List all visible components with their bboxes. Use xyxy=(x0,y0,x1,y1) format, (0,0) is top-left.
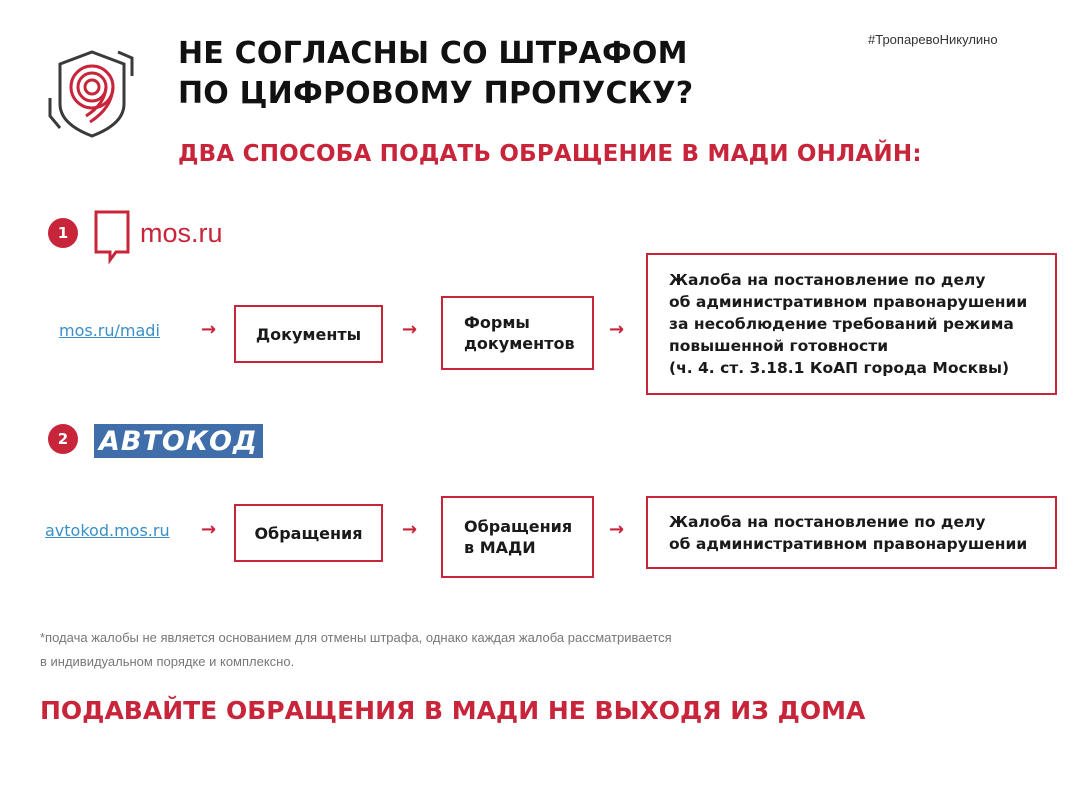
footnote-line: *подача жалобы не является основанием дл… xyxy=(40,630,672,645)
arrow-right-icon: → xyxy=(609,319,625,340)
arrow-right-icon: → xyxy=(201,519,217,540)
title-line: ПО ЦИФРОВОМУ ПРОПУСКУ? xyxy=(178,76,694,111)
arrow-right-icon: → xyxy=(402,319,418,340)
step-complaint-form: Жалоба на постановление по делу об админ… xyxy=(646,253,1057,395)
title-line: НЕ СОГЛАСНЫ СО ШТРАФОМ xyxy=(178,36,688,71)
step-label: об административном правонарушении xyxy=(669,293,1028,311)
step-label: Обращения xyxy=(464,517,573,536)
arrow-right-icon: → xyxy=(402,519,418,540)
mosru-brand: mos.ru xyxy=(140,218,223,248)
footnote: *подача жалобы не является основанием дл… xyxy=(40,626,672,674)
step-label: документов xyxy=(464,334,575,353)
arrow-right-icon: → xyxy=(609,519,625,540)
mosru-madi-link[interactable]: mos.ru/madi xyxy=(59,321,160,340)
step-label: за несоблюдение требований режима xyxy=(669,315,1014,333)
step-documents: Документы xyxy=(234,305,383,363)
shield-fingerprint-icon xyxy=(42,42,142,142)
step-appeals: Обращения xyxy=(234,504,383,562)
step-label: Жалоба на постановление по делу xyxy=(669,271,986,289)
page-title: НЕ СОГЛАСНЫ СО ШТРАФОМ ПО ЦИФРОВОМУ ПРОП… xyxy=(178,34,693,114)
step-complaint-form: Жалоба на постановление по делу об админ… xyxy=(646,496,1057,569)
step-number-badge: 2 xyxy=(48,424,78,454)
call-to-action: ПОДАВАЙТЕ ОБРАЩЕНИЯ В МАДИ НЕ ВЫХОДЯ ИЗ … xyxy=(40,696,866,725)
step-label: (ч. 4. ст. 3.18.1 КоАП города Москвы) xyxy=(669,359,1010,377)
step-label: об административном правонарушении xyxy=(669,534,1028,553)
speech-bubble-icon xyxy=(94,210,130,265)
step-label: в МАДИ xyxy=(464,538,536,557)
footnote-line: в индивидуальном порядке и комплексно. xyxy=(40,654,295,669)
step-label: Обращения xyxy=(254,523,363,543)
mosru-logo: mos.ru xyxy=(94,210,223,265)
subtitle: ДВА СПОСОБА ПОДАТЬ ОБРАЩЕНИЕ В МАДИ ОНЛА… xyxy=(178,141,922,167)
step-label: Документы xyxy=(255,324,362,344)
hashtag: #ТропаревоНикулино xyxy=(868,32,998,47)
step-number-badge: 1 xyxy=(48,218,78,248)
step-label: Жалоба на постановление по делу xyxy=(669,512,986,531)
step-appeals-madi: Обращения в МАДИ xyxy=(441,496,594,578)
avtokod-link[interactable]: avtokod.mos.ru xyxy=(45,521,170,540)
step-document-forms: Формы документов xyxy=(441,296,594,370)
step-label: Формы xyxy=(464,313,530,332)
step-label: повышенной готовности xyxy=(669,337,889,355)
arrow-right-icon: → xyxy=(201,319,217,340)
avtokod-logo: АВТОКОД xyxy=(94,424,263,458)
